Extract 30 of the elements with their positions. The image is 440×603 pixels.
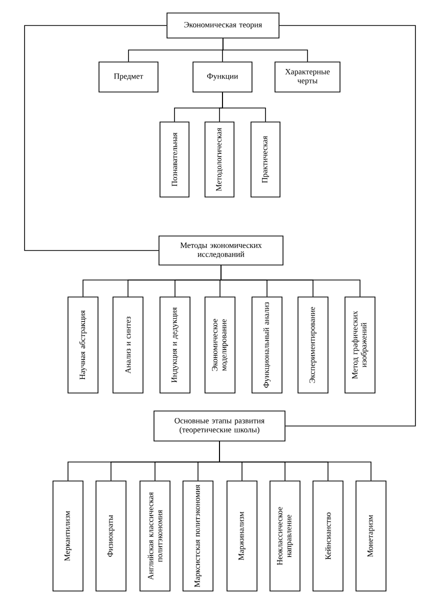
method-box: Экспериментирование [298,296,328,394]
connector-line [220,265,360,297]
category-box: Функции [192,62,252,92]
function-box: Познавательная [160,122,190,198]
method-box: Экономическое моделирование [204,296,236,394]
method-box: Научная абстракция [68,296,98,394]
connector-line [219,441,372,481]
section-box: Основные этапы развития (теоретические школы) [154,410,286,442]
school-box: Кейнсианство [312,480,344,592]
school-box: Меркантилизм [52,480,84,592]
theory-box: Экономическая теория [166,12,280,38]
connector-line [222,92,266,122]
category-box: Характерные черты [274,62,340,92]
category-box: Предмет [98,62,158,92]
school-box: Физиократы [96,480,126,592]
school-box: Неоклассическое направление [270,480,300,592]
school-box: Монетаризм [356,480,386,592]
connector-line [222,38,308,62]
method-box: Функциональный анализ [252,296,282,394]
connector-line [279,25,416,426]
method-box: Анализ и синтез [112,296,144,394]
function-box: Практическая [250,122,280,198]
school-box: Маржинализм [226,480,258,592]
method-box: Индукция и дедукция [160,296,190,394]
method-box: Метод графических изображений [344,296,376,394]
connector-line [24,25,167,251]
section-box: Методы экономических исследований [158,236,284,266]
school-box: Марксистская политэкономия [182,480,214,592]
school-box: Английская классическая политэкономия [140,480,170,592]
function-box: Методологическая [204,122,234,198]
